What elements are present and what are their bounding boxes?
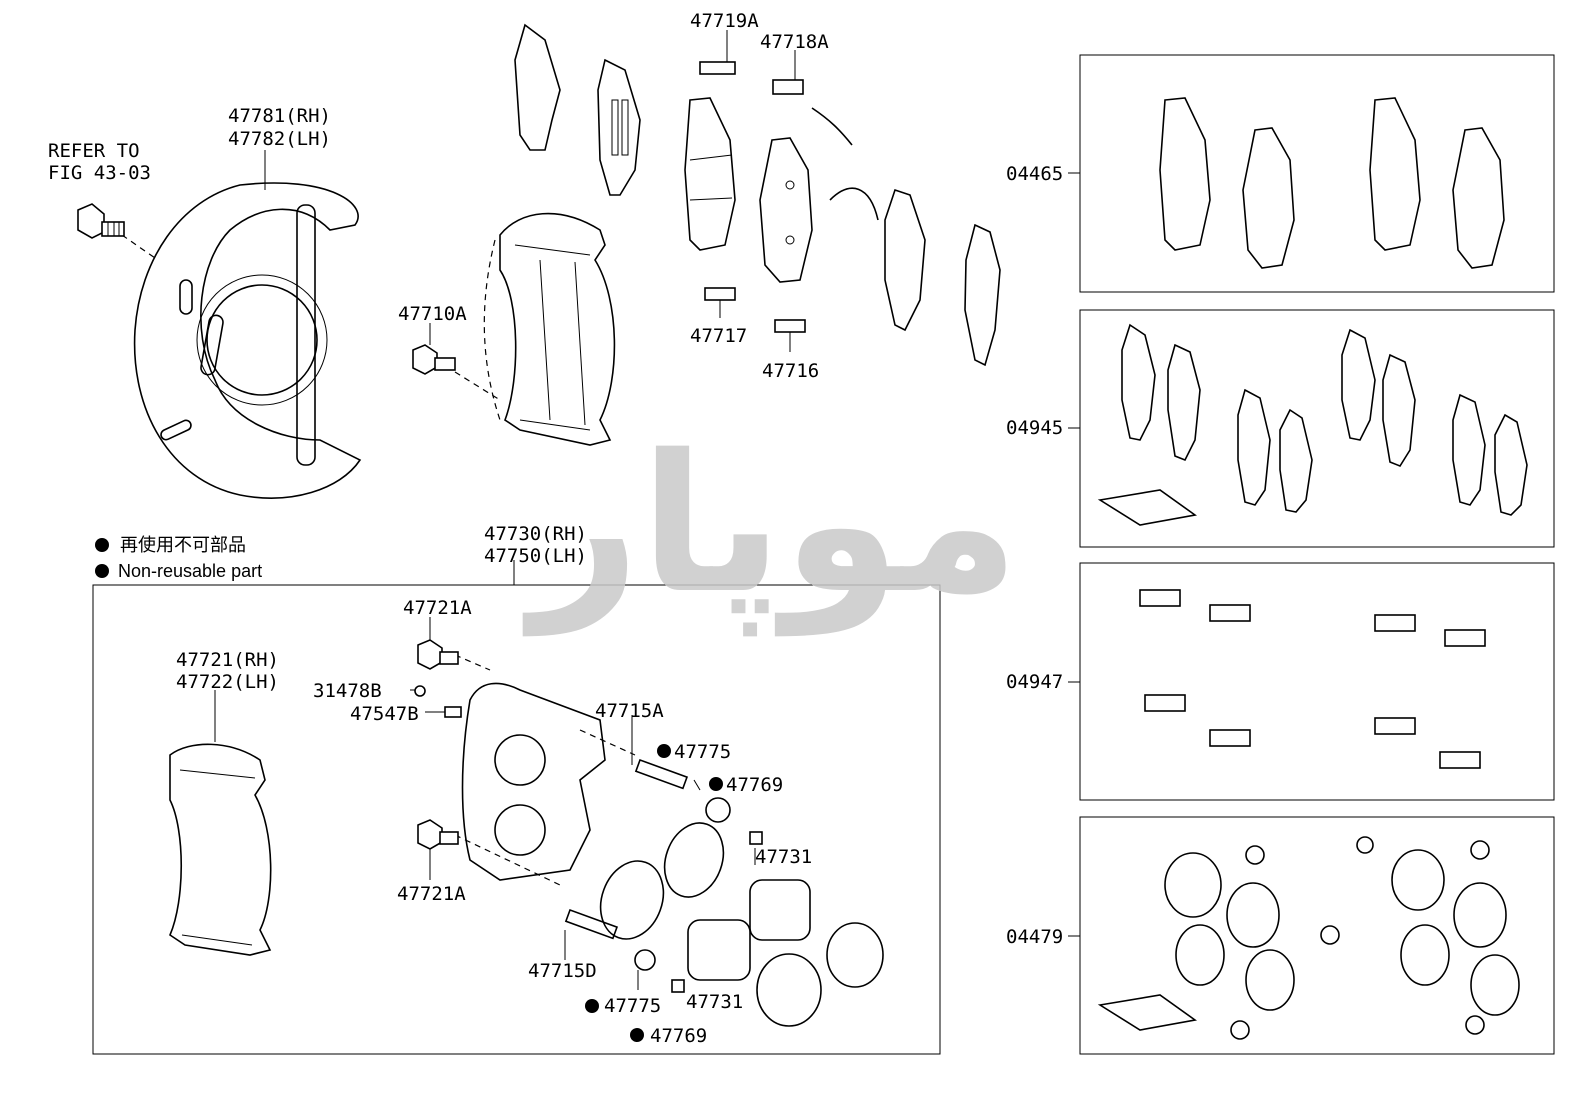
seals-pistons: [599, 797, 884, 1027]
kit-box-04465: [1079, 54, 1555, 293]
label-47715a: 47715A: [595, 700, 664, 722]
bolt-47710a: [412, 344, 456, 375]
dust-shield: [133, 182, 362, 499]
label-47715d: 47715D: [528, 960, 597, 982]
label-47782: 47782(LH): [228, 128, 331, 150]
label-47781: 47781(RH): [228, 105, 331, 127]
label-47710a: 47710A: [398, 303, 467, 325]
kit-04947-clips: [1139, 589, 1486, 769]
label-fig: FIG 43-03: [48, 162, 151, 184]
bullet-icon: [657, 744, 671, 758]
caliper-assembly-box: [92, 584, 941, 1055]
label-47731-right: 47731: [755, 846, 812, 868]
svg-text:موپار: موپار: [523, 414, 1020, 637]
bullet-icon: [709, 777, 723, 791]
watermark: موپار: [523, 414, 1020, 637]
bullet-icon: [95, 538, 109, 552]
label-47721: 47721(RH): [176, 649, 279, 671]
label-47750: 47750(LH): [484, 545, 587, 567]
label-04945: 04945: [1006, 417, 1063, 439]
label-47716: 47716: [762, 360, 819, 382]
label-47775-top: 47775: [674, 741, 731, 763]
label-47731-bottom: 47731: [686, 991, 743, 1013]
caliper-bolts: [414, 639, 689, 940]
label-04479: 04479: [1006, 926, 1063, 948]
label-47717: 47717: [690, 325, 747, 347]
legend-en: Non-reusable part: [118, 561, 262, 581]
shims-pads-top: [514, 23, 1001, 367]
kit-04479-seals: [1097, 836, 1520, 1040]
bullet-icon: [630, 1028, 644, 1042]
caliper-body: [461, 682, 606, 881]
caliper-bracket-top: [483, 212, 616, 446]
label-47719a: 47719A: [690, 10, 759, 32]
bullet-icon: [95, 564, 109, 578]
label-47769-top: 47769: [726, 774, 783, 796]
kit-04465-pads: [1159, 97, 1505, 269]
label-47721a-bottom: 47721A: [397, 883, 466, 905]
label-04465: 04465: [1006, 163, 1063, 185]
label-47547b: 47547B: [350, 703, 419, 725]
label-refer-to: REFER TO: [48, 140, 140, 162]
label-47730: 47730(RH): [484, 523, 587, 545]
legend: 再使用不可部品 Non-reusable part: [95, 535, 262, 581]
kit-04945-shims: [1097, 323, 1528, 526]
label-31478b: 31478B: [313, 680, 382, 702]
bullet-icon: [585, 999, 599, 1013]
label-47721a-top: 47721A: [403, 597, 472, 619]
caliper-bracket-box: [169, 743, 272, 956]
leader-lines: [214, 30, 1080, 990]
kit-box-04945: [1079, 309, 1555, 548]
bolt-refer: [77, 203, 125, 239]
label-04947: 04947: [1006, 671, 1063, 693]
label-47722: 47722(LH): [176, 671, 279, 693]
label-47718a: 47718A: [760, 31, 829, 53]
label-47769-bottom: 47769: [650, 1025, 707, 1047]
legend-jp: 再使用不可部品: [120, 535, 246, 555]
label-47775-bottom: 47775: [604, 995, 661, 1017]
